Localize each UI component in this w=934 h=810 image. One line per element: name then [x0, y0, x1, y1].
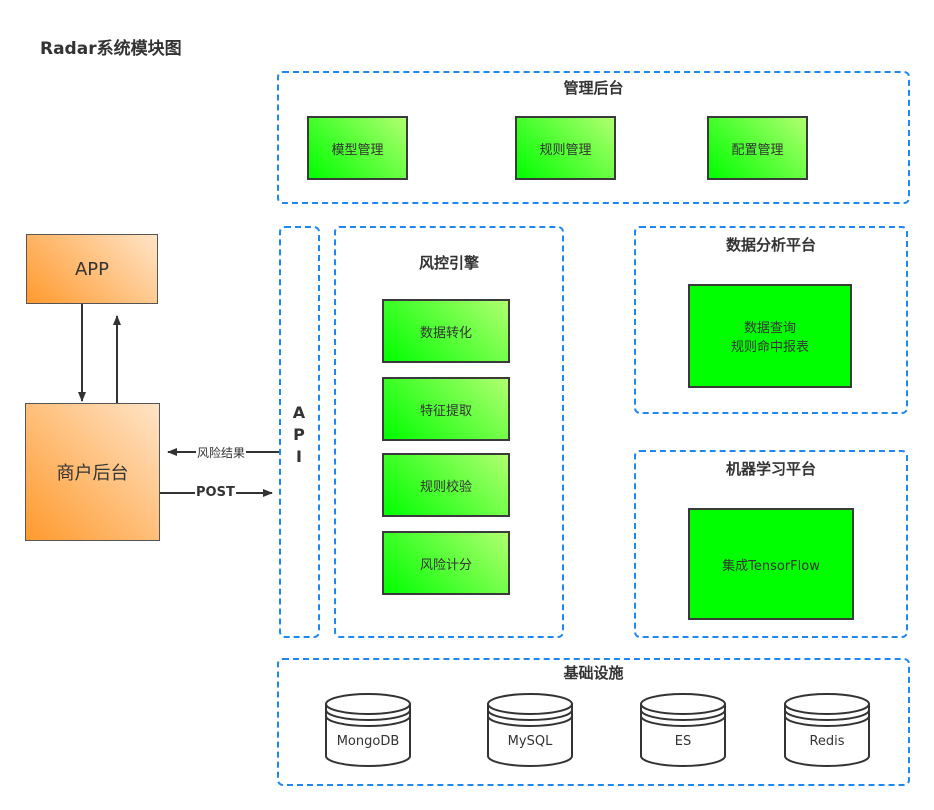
engine-step-rule-check[interactable]: 规则校验	[382, 453, 510, 517]
merchant-backend-box[interactable]: 商户后台	[25, 403, 160, 541]
infrastructure-group: 基础设施	[277, 658, 910, 786]
database-cylinder-icon	[784, 693, 870, 767]
data-query-line: 数据查询	[743, 321, 796, 336]
db-label: ES	[674, 734, 692, 749]
rule-hit-report-line: 规则命中报表	[730, 340, 809, 355]
infrastructure-title: 基础设施	[563, 664, 624, 682]
model-management-box[interactable]: 模型管理	[307, 116, 408, 180]
app-box[interactable]: APP	[26, 234, 158, 304]
data-analytics-group: 数据分析平台 数据查询 规则命中报表	[634, 226, 908, 414]
engine-step-feature-extract[interactable]: 特征提取	[382, 377, 510, 441]
risk-result-label: 风险结果	[196, 444, 247, 461]
api-group	[279, 226, 320, 638]
risk-engine-group: 风控引擎 数据转化 特征提取 规则校验 风险计分	[334, 226, 564, 638]
api-letter-i: I	[296, 447, 302, 466]
db-label: MySQL	[507, 734, 553, 749]
post-label: POST	[195, 485, 236, 500]
api-label: A P I	[287, 402, 311, 468]
tensorflow-box[interactable]: 集成TensorFlow	[688, 508, 854, 620]
db-redis[interactable]: Redis	[779, 690, 875, 768]
risk-engine-title: 风控引擎	[418, 254, 479, 272]
engine-step-data-transform[interactable]: 数据转化	[382, 299, 510, 363]
ml-platform-title: 机器学习平台	[725, 460, 816, 478]
db-label: MongoDB	[336, 734, 400, 749]
diagram-title: Radar系统模块图	[40, 39, 182, 59]
data-query-report-box[interactable]: 数据查询 规则命中报表	[688, 284, 852, 388]
admin-group-title: 管理后台	[563, 79, 624, 97]
database-cylinder-icon	[640, 693, 726, 767]
data-analytics-title: 数据分析平台	[725, 236, 816, 254]
config-management-box[interactable]: 配置管理	[707, 116, 808, 180]
db-mongodb[interactable]: MongoDB	[320, 690, 416, 768]
admin-group: 管理后台 模型管理 规则管理 配置管理	[277, 71, 910, 204]
db-label: Redis	[809, 734, 845, 749]
database-cylinder-icon	[487, 693, 573, 767]
rule-management-box[interactable]: 规则管理	[515, 116, 616, 180]
api-letter-a: A	[292, 403, 306, 422]
api-letter-p: P	[293, 425, 305, 444]
db-es[interactable]: ES	[635, 690, 731, 768]
db-mysql[interactable]: MySQL	[482, 690, 578, 768]
ml-platform-group: 机器学习平台 集成TensorFlow	[634, 450, 908, 638]
database-cylinder-icon	[325, 693, 411, 767]
engine-step-risk-score[interactable]: 风险计分	[382, 531, 510, 595]
